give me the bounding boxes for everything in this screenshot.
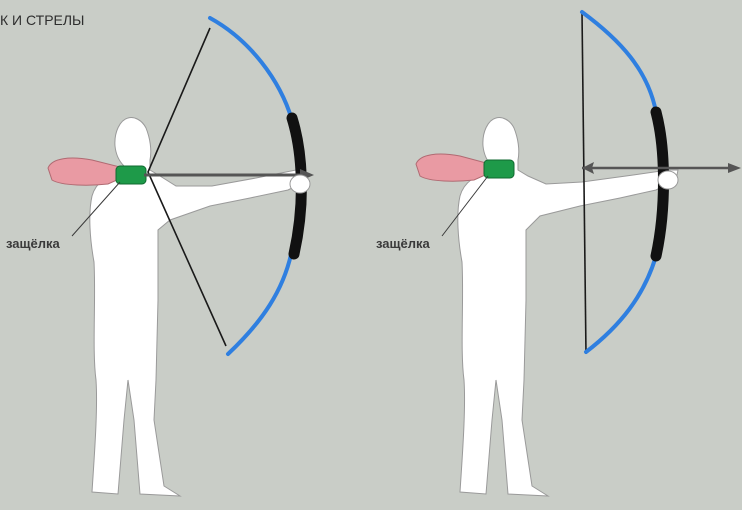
bow-limb-lower-left <box>228 250 292 354</box>
bow-limb-upper-right <box>582 12 656 112</box>
clip-label-left: защёлка <box>6 236 60 251</box>
bow-hand-left <box>290 175 310 193</box>
clip-right <box>484 160 514 178</box>
shoulder-pad-right <box>416 154 492 181</box>
arrow-tip-right <box>728 163 741 173</box>
bow-limb-lower-right <box>586 256 656 352</box>
bow-limb-upper-left <box>210 18 292 120</box>
bow-hand-right <box>658 171 678 189</box>
figure-released <box>416 12 741 496</box>
shoulder-pad-left <box>48 158 126 185</box>
figure-drawn <box>48 18 314 496</box>
clip-label-right: защёлка <box>376 236 430 251</box>
clip-left <box>116 166 146 184</box>
